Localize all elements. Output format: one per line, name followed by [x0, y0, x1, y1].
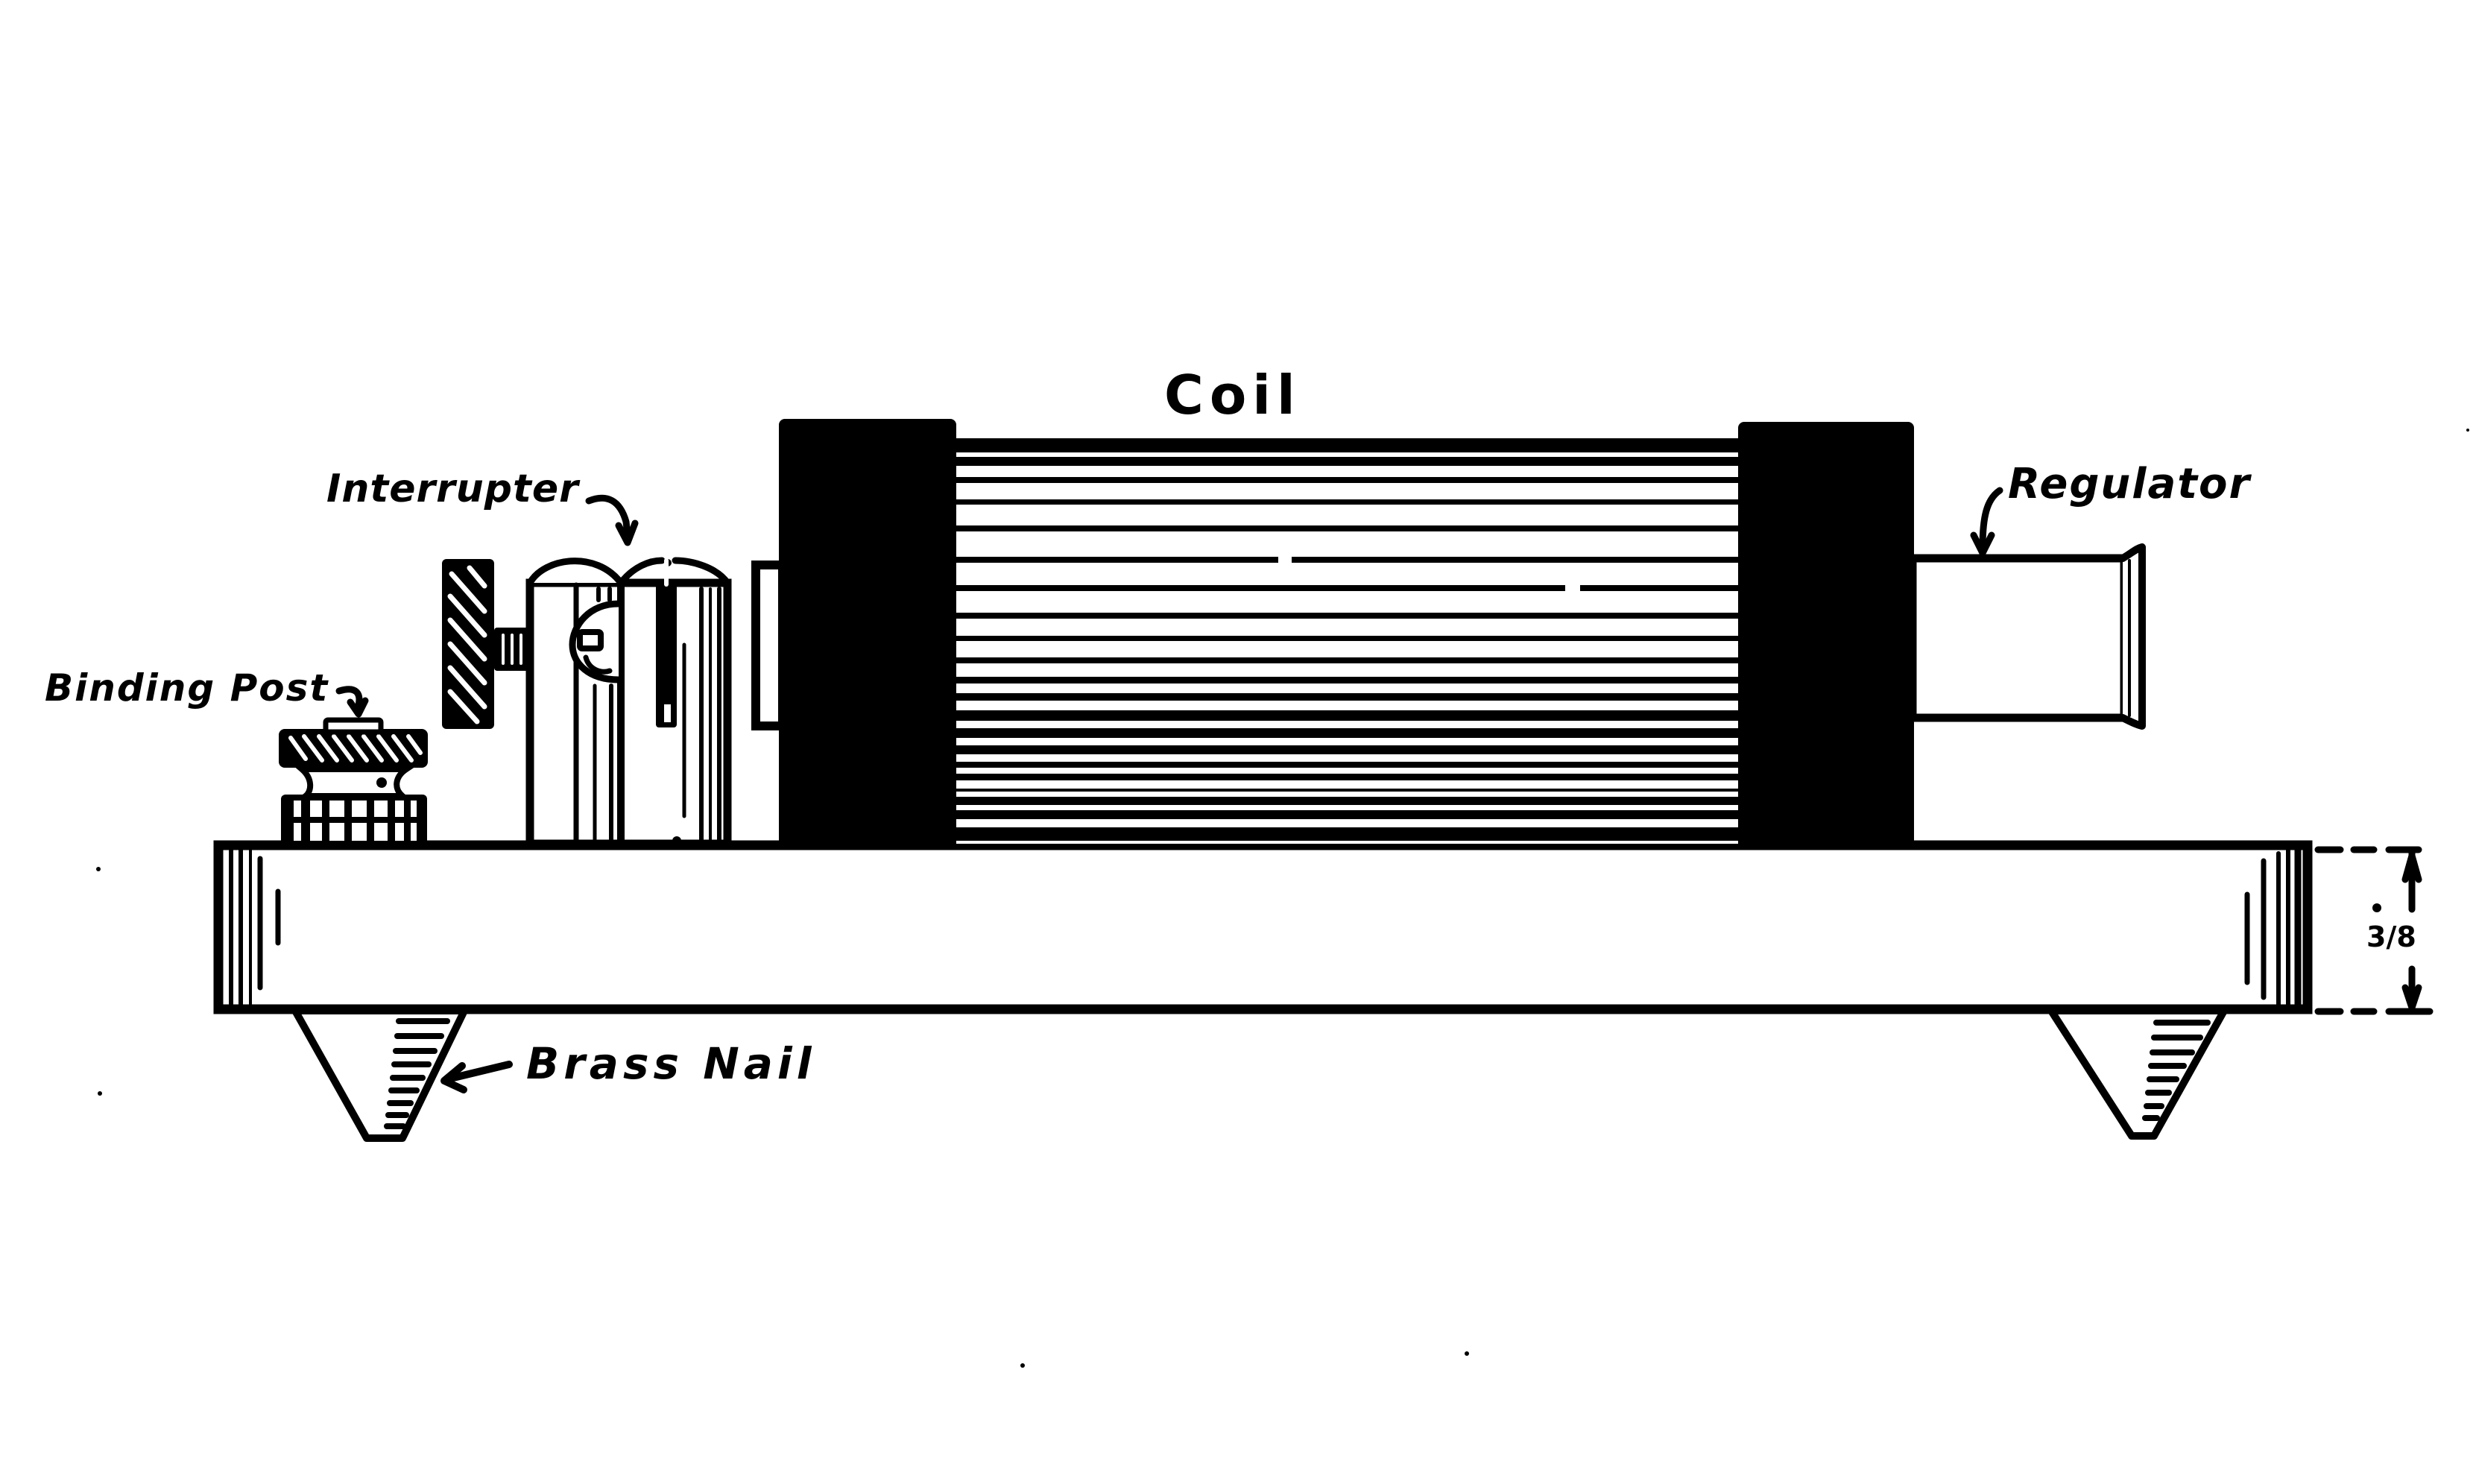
brass-nail-right — [2047, 1007, 2228, 1140]
coil-flange-right — [1738, 422, 1914, 850]
regulator-label: Regulator — [2008, 460, 2252, 508]
coil — [751, 419, 1914, 850]
regulator-arrow — [1970, 487, 2003, 557]
coil-label: Coil — [1164, 364, 1301, 426]
coil-flange-left — [779, 419, 956, 850]
brass-nail-label: Brass Nail — [526, 1038, 816, 1089]
brass-nail-arrow — [440, 1061, 513, 1093]
print-specks — [96, 429, 2469, 1368]
regulator — [1908, 543, 2146, 730]
interrupter — [442, 557, 732, 848]
brass-nail-left — [291, 1007, 468, 1142]
interrupter-label: Interrupter — [326, 467, 579, 511]
interrupter-arrow — [585, 494, 639, 546]
base-thickness-label: 3/8 — [2366, 921, 2416, 953]
base-thickness-dimension — [2314, 846, 2434, 1015]
binding-post-arrow — [335, 686, 369, 718]
binding-post-label: Binding Post — [45, 666, 329, 710]
coil-windings — [956, 452, 1738, 844]
wooden-base — [213, 840, 2313, 1014]
binding-post — [279, 717, 428, 845]
